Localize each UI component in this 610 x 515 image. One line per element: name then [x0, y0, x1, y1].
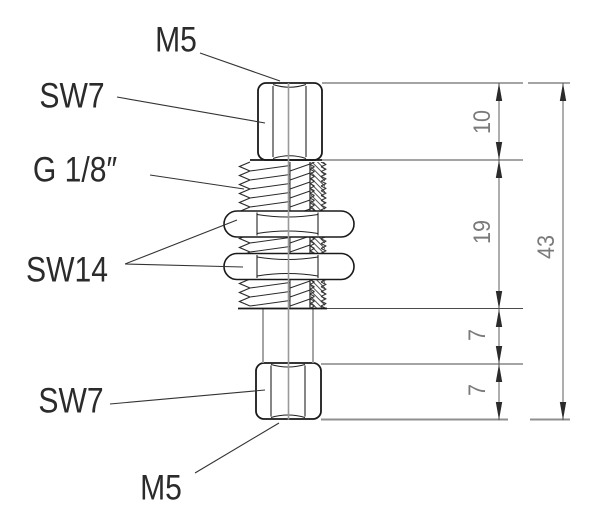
label-m5-bottom: M5: [140, 468, 182, 508]
dim-text-7-lower: 7: [464, 383, 491, 397]
part-edges: [238, 159, 327, 310]
dim-text-19: 19: [469, 219, 496, 245]
dim-text-43: 43: [533, 234, 560, 260]
label-m5-top: M5: [155, 20, 197, 60]
label-sw7-top: SW7: [39, 76, 105, 116]
shaft: [262, 308, 314, 363]
label-sw14: SW14: [26, 250, 108, 290]
label-sw7-bottom: SW7: [38, 381, 104, 421]
leader-lines: [109, 52, 281, 474]
hex-top: [257, 82, 323, 161]
extension-lines: [321, 82, 570, 365]
label-thread-size: G 1/8″: [32, 150, 118, 190]
dim-text-7-upper: 7: [464, 328, 491, 342]
dim-text-10: 10: [469, 109, 496, 135]
dimension-arrowheads: [495, 83, 567, 420]
